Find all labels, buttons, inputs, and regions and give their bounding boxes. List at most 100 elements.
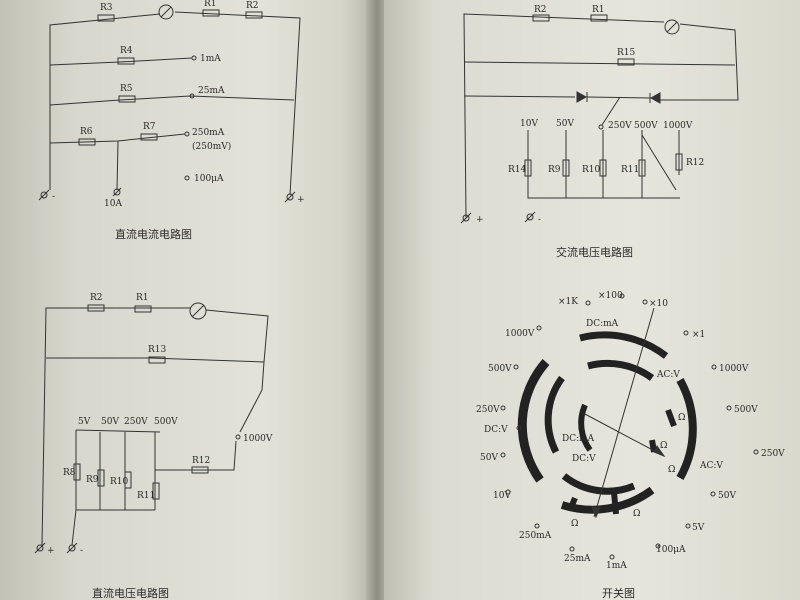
meter-symbol — [189, 302, 207, 320]
label-terminal-minus: - — [80, 546, 83, 556]
terminal-plus — [286, 193, 294, 201]
resistor-r1 — [134, 305, 152, 313]
label-terminal-minus: - — [538, 215, 541, 225]
ac-voltage-diagram — [460, 13, 739, 224]
label-25ma: 25mA — [564, 554, 591, 564]
label-r2: R2 — [534, 5, 547, 15]
resistor-r2 — [245, 11, 263, 19]
label-r14: R14 — [508, 165, 527, 175]
label-10a: 10A — [104, 199, 122, 209]
terminal-100ua — [184, 175, 190, 181]
label-500v-left: 500V — [488, 364, 512, 374]
wire — [49, 95, 295, 106]
label-r2: R2 — [246, 1, 259, 11]
label-250mv: (250mV) — [192, 141, 231, 152]
label-r1: R1 — [592, 5, 605, 15]
label-100ua: 100μA — [656, 545, 686, 555]
label-r3: R3 — [100, 3, 113, 13]
label-500v: 500V — [154, 417, 178, 427]
switch-diagram — [500, 293, 759, 560]
meter-symbol — [158, 4, 174, 20]
label-25ma: 25mA — [198, 86, 225, 96]
label-x100: ×100 — [598, 291, 623, 301]
wire — [463, 61, 736, 66]
switch-arc-mid-bottom — [561, 473, 636, 495]
label-r2: R2 — [90, 293, 103, 303]
label-1ma: 1mA — [200, 54, 221, 64]
resistor-r2 — [532, 14, 550, 22]
switch-arc-outer-left — [517, 359, 550, 483]
dc-current-labels: R3 R1 R2 R4 R5 R6 R7 1mA 25mA 250mA (250… — [52, 0, 305, 241]
diode-1 — [576, 91, 588, 103]
label-r13: R13 — [148, 345, 167, 355]
label-1000v: 1000V — [663, 121, 693, 131]
ac-voltage-labels: R2 R1 R15 R14 R9 R10 R11 R12 10V 50V 250… — [476, 5, 704, 259]
diode-2 — [649, 92, 661, 104]
book-gutter — [366, 0, 388, 600]
label-r7: R7 — [143, 122, 156, 132]
terminal-minus — [40, 191, 48, 199]
ring-label-ohm-1: Ω — [660, 441, 667, 451]
terminal-1ma — [191, 55, 197, 61]
ring-label-ohm-3: Ω — [668, 465, 675, 475]
switch-labels: ×1K ×100 ×10 ×1 1000V 500V 250V 50V 10V … — [476, 291, 785, 600]
label-250ma: 250mA — [519, 531, 552, 541]
dc-current-diagram — [38, 4, 301, 203]
label-50v: 50V — [718, 491, 736, 501]
wire — [49, 13, 161, 190]
switch-pointer-cross — [582, 412, 665, 457]
wire — [174, 11, 301, 196]
label-50v: 50V — [556, 119, 574, 129]
label-250v-right: 250V — [761, 449, 785, 459]
label-x1k: ×1K — [558, 297, 578, 307]
label-dcv-left: DC:V — [484, 425, 508, 435]
label-r12: R12 — [686, 158, 704, 168]
switch-arc-mid-top — [587, 359, 655, 381]
label-r9: R9 — [548, 165, 561, 175]
switch-arc-outer-right — [676, 378, 697, 480]
wire — [463, 13, 665, 219]
ring-label-ohm-2: Ω — [678, 413, 685, 423]
label-terminal-plus: + — [297, 195, 305, 205]
caption-ac-voltage: 交流电压电路图 — [556, 245, 633, 259]
dc-voltage-diagram — [34, 302, 269, 554]
label-50v: 50V — [101, 417, 119, 427]
label-x10: ×10 — [649, 299, 668, 309]
label-r10: R10 — [582, 165, 601, 175]
ring-label-acv-right: AC:V — [699, 461, 723, 471]
label-1000v: 1000V — [243, 434, 273, 444]
label-10v: 10V — [493, 491, 511, 501]
label-1000v-right: 1000V — [719, 364, 749, 374]
label-r8: R8 — [63, 468, 76, 478]
label-r1: R1 — [136, 293, 149, 303]
label-250v: 250V — [608, 121, 632, 131]
label-50v-left: 50V — [480, 453, 498, 463]
label-1000v-left: 1000V — [505, 329, 535, 339]
terminal-250ma — [184, 131, 190, 137]
label-r11: R11 — [137, 491, 155, 501]
caption-switch: 开关图 — [602, 586, 635, 600]
label-x1: ×1 — [692, 330, 705, 340]
ring-label-dcma-inner: DC:mA — [562, 434, 595, 444]
switch-arc-inner-right — [665, 408, 677, 428]
label-r4: R4 — [120, 46, 133, 56]
wire — [205, 309, 269, 363]
ring-label-dcma-top: DC:mA — [586, 319, 619, 329]
terminal-25ma — [189, 93, 195, 99]
switch-contacts — [500, 293, 759, 560]
ring-label-ohm-4: Ω — [633, 509, 640, 519]
wire — [41, 307, 190, 546]
label-10v: 10V — [520, 119, 538, 129]
label-r1: R1 — [204, 0, 217, 9]
switch-arc-mid-left — [544, 375, 565, 454]
label-1ma: 1mA — [606, 561, 627, 571]
label-r6: R6 — [80, 127, 93, 137]
label-5v: 5V — [78, 417, 91, 427]
terminal-plus — [36, 544, 44, 552]
label-terminal-plus: + — [476, 215, 484, 225]
label-terminal-plus: + — [47, 546, 55, 556]
wire — [660, 23, 739, 101]
wire — [46, 357, 265, 363]
ring-label-dcv-inner: DC:V — [572, 454, 596, 464]
